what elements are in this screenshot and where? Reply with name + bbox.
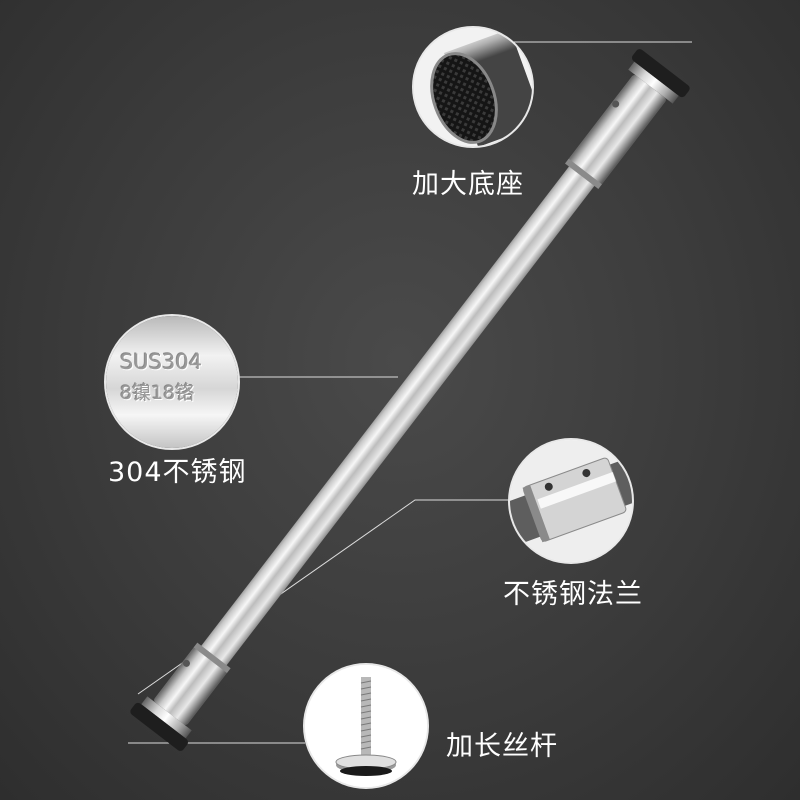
screw-closeup: [305, 665, 427, 787]
base-closeup: [414, 28, 532, 146]
screw-image: [305, 665, 427, 787]
steel-engraving-line1: SUS304: [120, 350, 203, 374]
flange-label: 不锈钢法兰: [503, 579, 643, 610]
screw-label: 加长丝杆: [446, 731, 558, 762]
base-label: 加大底座: [412, 169, 524, 200]
steel-engraving-line2: 8镍18铬: [120, 382, 195, 404]
flange-image: [510, 440, 632, 562]
steel-closeup: SUS304 8镍18铬: [106, 316, 238, 448]
flange-closeup: [510, 440, 632, 562]
tension-rod: [130, 49, 690, 751]
base-mesh-image: [414, 28, 532, 146]
steel-label: 304不锈钢: [108, 457, 247, 488]
